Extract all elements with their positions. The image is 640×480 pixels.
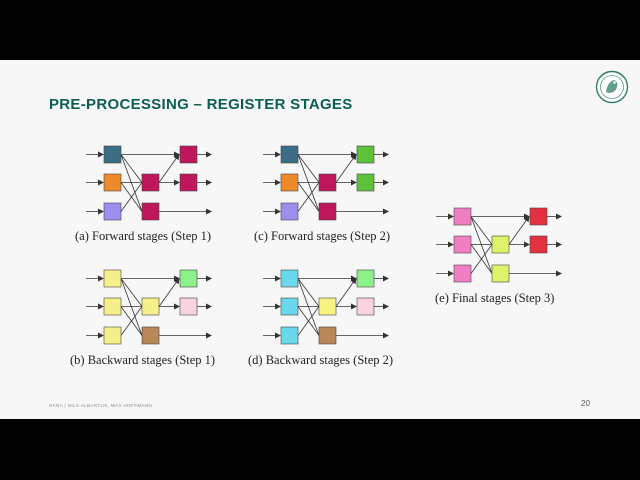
bottom-register-block bbox=[141, 202, 160, 221]
input-register-block bbox=[103, 173, 122, 192]
output-register-block bbox=[529, 235, 548, 254]
connector-arrow bbox=[508, 215, 530, 245]
connector-line bbox=[120, 278, 143, 336]
connector-line bbox=[297, 182, 320, 212]
connector-line bbox=[297, 154, 320, 212]
connector-line bbox=[120, 278, 143, 307]
middle-register-block bbox=[318, 173, 337, 192]
footer-authors: DANA | NILS ALBARTUS, MAX HOFFMANN bbox=[49, 403, 153, 408]
connector-line bbox=[297, 306, 320, 336]
connector-arrow bbox=[335, 277, 357, 307]
input-register-block bbox=[280, 202, 299, 221]
connector-line bbox=[470, 216, 493, 274]
output-register-block bbox=[179, 269, 198, 288]
input-register-block bbox=[453, 264, 472, 283]
input-register-block bbox=[280, 173, 299, 192]
connector-line bbox=[120, 306, 143, 336]
caption-forward-step-1: (a) Forward stages (Step 1) bbox=[75, 229, 212, 243]
middle-register-block bbox=[141, 173, 160, 192]
input-register-block bbox=[103, 202, 122, 221]
middle-register-block bbox=[141, 297, 160, 316]
connector-line bbox=[470, 244, 493, 274]
output-register-block bbox=[179, 297, 198, 316]
diagram-d bbox=[263, 269, 389, 345]
bottom-register-block bbox=[141, 326, 160, 345]
input-register-block bbox=[280, 145, 299, 164]
input-register-block bbox=[280, 297, 299, 316]
input-register-block bbox=[103, 297, 122, 316]
diagram-e bbox=[436, 207, 562, 283]
output-register-block bbox=[529, 207, 548, 226]
input-register-block bbox=[103, 145, 122, 164]
slide-title: PRE-PROCESSING – REGISTER STAGES bbox=[49, 96, 353, 113]
input-register-block bbox=[103, 326, 122, 345]
input-register-block bbox=[280, 269, 299, 288]
output-register-block bbox=[356, 297, 375, 316]
caption-forward-step-2: (c) Forward stages (Step 2) bbox=[254, 229, 391, 243]
diagram-b bbox=[86, 269, 212, 345]
bottom-register-block bbox=[318, 326, 337, 345]
connector-arrow bbox=[335, 153, 357, 183]
input-register-block bbox=[453, 207, 472, 226]
output-register-block bbox=[179, 173, 198, 192]
institute-seal-logo bbox=[595, 70, 629, 104]
output-register-block bbox=[356, 269, 375, 288]
connector-arrow bbox=[158, 277, 180, 307]
page-number: 20 bbox=[581, 399, 590, 408]
output-register-block bbox=[356, 173, 375, 192]
caption-backward-step-1: (b) Backward stages (Step 1) bbox=[70, 353, 216, 367]
connector-line bbox=[297, 278, 320, 307]
caption-backward-step-2: (d) Backward stages (Step 2) bbox=[248, 353, 394, 367]
middle-register-block bbox=[491, 235, 510, 254]
output-register-block bbox=[179, 145, 198, 164]
register-stage-diagrams bbox=[86, 145, 562, 345]
input-register-block bbox=[280, 326, 299, 345]
output-register-block bbox=[356, 145, 375, 164]
input-register-block bbox=[103, 269, 122, 288]
diagram-a bbox=[86, 145, 212, 221]
connector-line bbox=[470, 216, 493, 245]
middle-register-block bbox=[318, 297, 337, 316]
connector-line bbox=[297, 154, 320, 183]
connector-line bbox=[120, 154, 143, 212]
connector-line bbox=[120, 154, 143, 183]
connector-line bbox=[120, 182, 143, 212]
diagram-c bbox=[263, 145, 389, 221]
caption-final-step-3: (e) Final stages (Step 3) bbox=[435, 291, 555, 305]
bottom-register-block bbox=[318, 202, 337, 221]
slide: PRE-PROCESSING – REGISTER STAGES (a) For… bbox=[0, 60, 640, 419]
input-register-block bbox=[453, 235, 472, 254]
connector-arrow bbox=[158, 153, 180, 183]
bottom-register-block bbox=[491, 264, 510, 283]
connector-line bbox=[297, 278, 320, 336]
